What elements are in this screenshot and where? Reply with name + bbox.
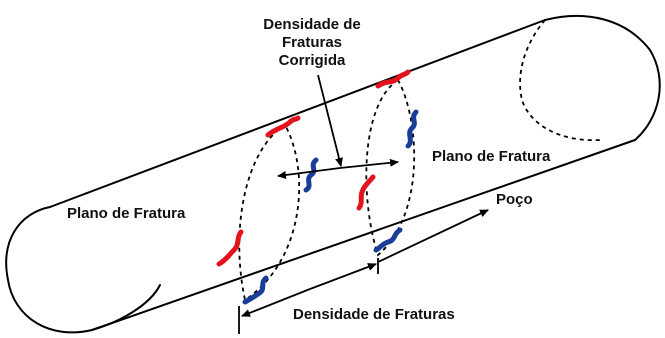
borehole-top-edge bbox=[49, 19, 546, 208]
corrected-density-arrow-left bbox=[277, 167, 341, 179]
corrected-density-pointer bbox=[317, 74, 343, 167]
fracture-plane-ellipse-right bbox=[365, 78, 416, 257]
fracture-trace-blue bbox=[303, 157, 319, 193]
borehole-left-end bbox=[5, 206, 161, 334]
corrected-density-label-line3: Corrigida bbox=[279, 52, 346, 69]
corrected-density-arrow-right bbox=[339, 158, 399, 169]
fracture-trace-red bbox=[356, 174, 376, 211]
borehole-cylinder bbox=[5, 14, 661, 334]
fracture-plane-ellipse-left bbox=[238, 123, 300, 302]
borehole-bottom-edge bbox=[91, 139, 636, 331]
well-label: Poço bbox=[496, 191, 533, 208]
fracture-density-arrow-left bbox=[241, 288, 311, 317]
fracture-density-arrow-right bbox=[309, 263, 377, 290]
borehole-right-end bbox=[544, 14, 661, 141]
fracture-trace-blue bbox=[242, 275, 269, 305]
fracture-trace-blue bbox=[373, 227, 403, 253]
well-axis-arrow bbox=[377, 209, 489, 263]
corrected-density-label-line1: Densidade de bbox=[263, 16, 361, 33]
borehole-right-end-hidden bbox=[519, 19, 601, 141]
fracture-trace-red bbox=[375, 69, 411, 89]
fracture-trace-red bbox=[216, 229, 244, 267]
fracture-trace-blue bbox=[405, 109, 419, 149]
fracture-trace-red bbox=[265, 115, 301, 138]
fracture-traces-red bbox=[216, 69, 411, 267]
corrected-density-label-line2: Fraturas bbox=[282, 34, 342, 51]
fracture-traces-blue bbox=[242, 109, 419, 305]
fracture-plane-label-left: Plano de Fratura bbox=[67, 205, 186, 222]
fracture-density-label: Densidade de Fraturas bbox=[293, 306, 455, 323]
fracture-plane-label-right: Plano de Fratura bbox=[432, 148, 551, 165]
